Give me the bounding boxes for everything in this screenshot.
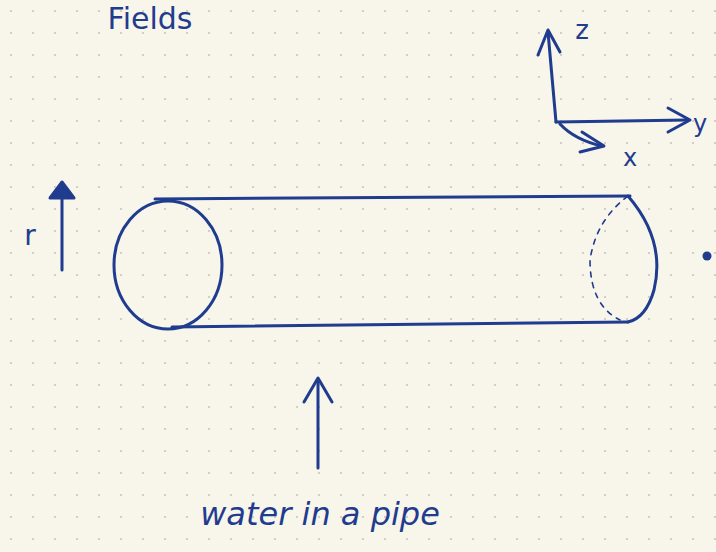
x-axis — [560, 124, 602, 146]
y-arrowhead — [668, 108, 690, 132]
z-arrowhead — [538, 30, 560, 55]
dimension-label: r — [24, 222, 36, 250]
leader-arrow — [317, 380, 320, 468]
axis-label: z — [575, 17, 589, 43]
axis-label: x — [623, 146, 637, 170]
axis-label: y — [693, 112, 707, 136]
radius-arrowhead — [50, 182, 74, 198]
leader-arrowhead — [304, 378, 332, 402]
pipe-left-end — [114, 201, 222, 329]
pipe-right-end-hidden — [590, 196, 628, 320]
pipe-top-edge — [155, 196, 630, 199]
x-arrowhead — [580, 132, 604, 152]
caption-label: water in a pipe — [200, 498, 440, 530]
pipe-bottom-edge — [172, 322, 628, 327]
pipe-right-end — [628, 196, 657, 322]
dot — [703, 252, 712, 261]
page-heading: Fields — [108, 4, 193, 34]
y-axis — [556, 120, 688, 122]
